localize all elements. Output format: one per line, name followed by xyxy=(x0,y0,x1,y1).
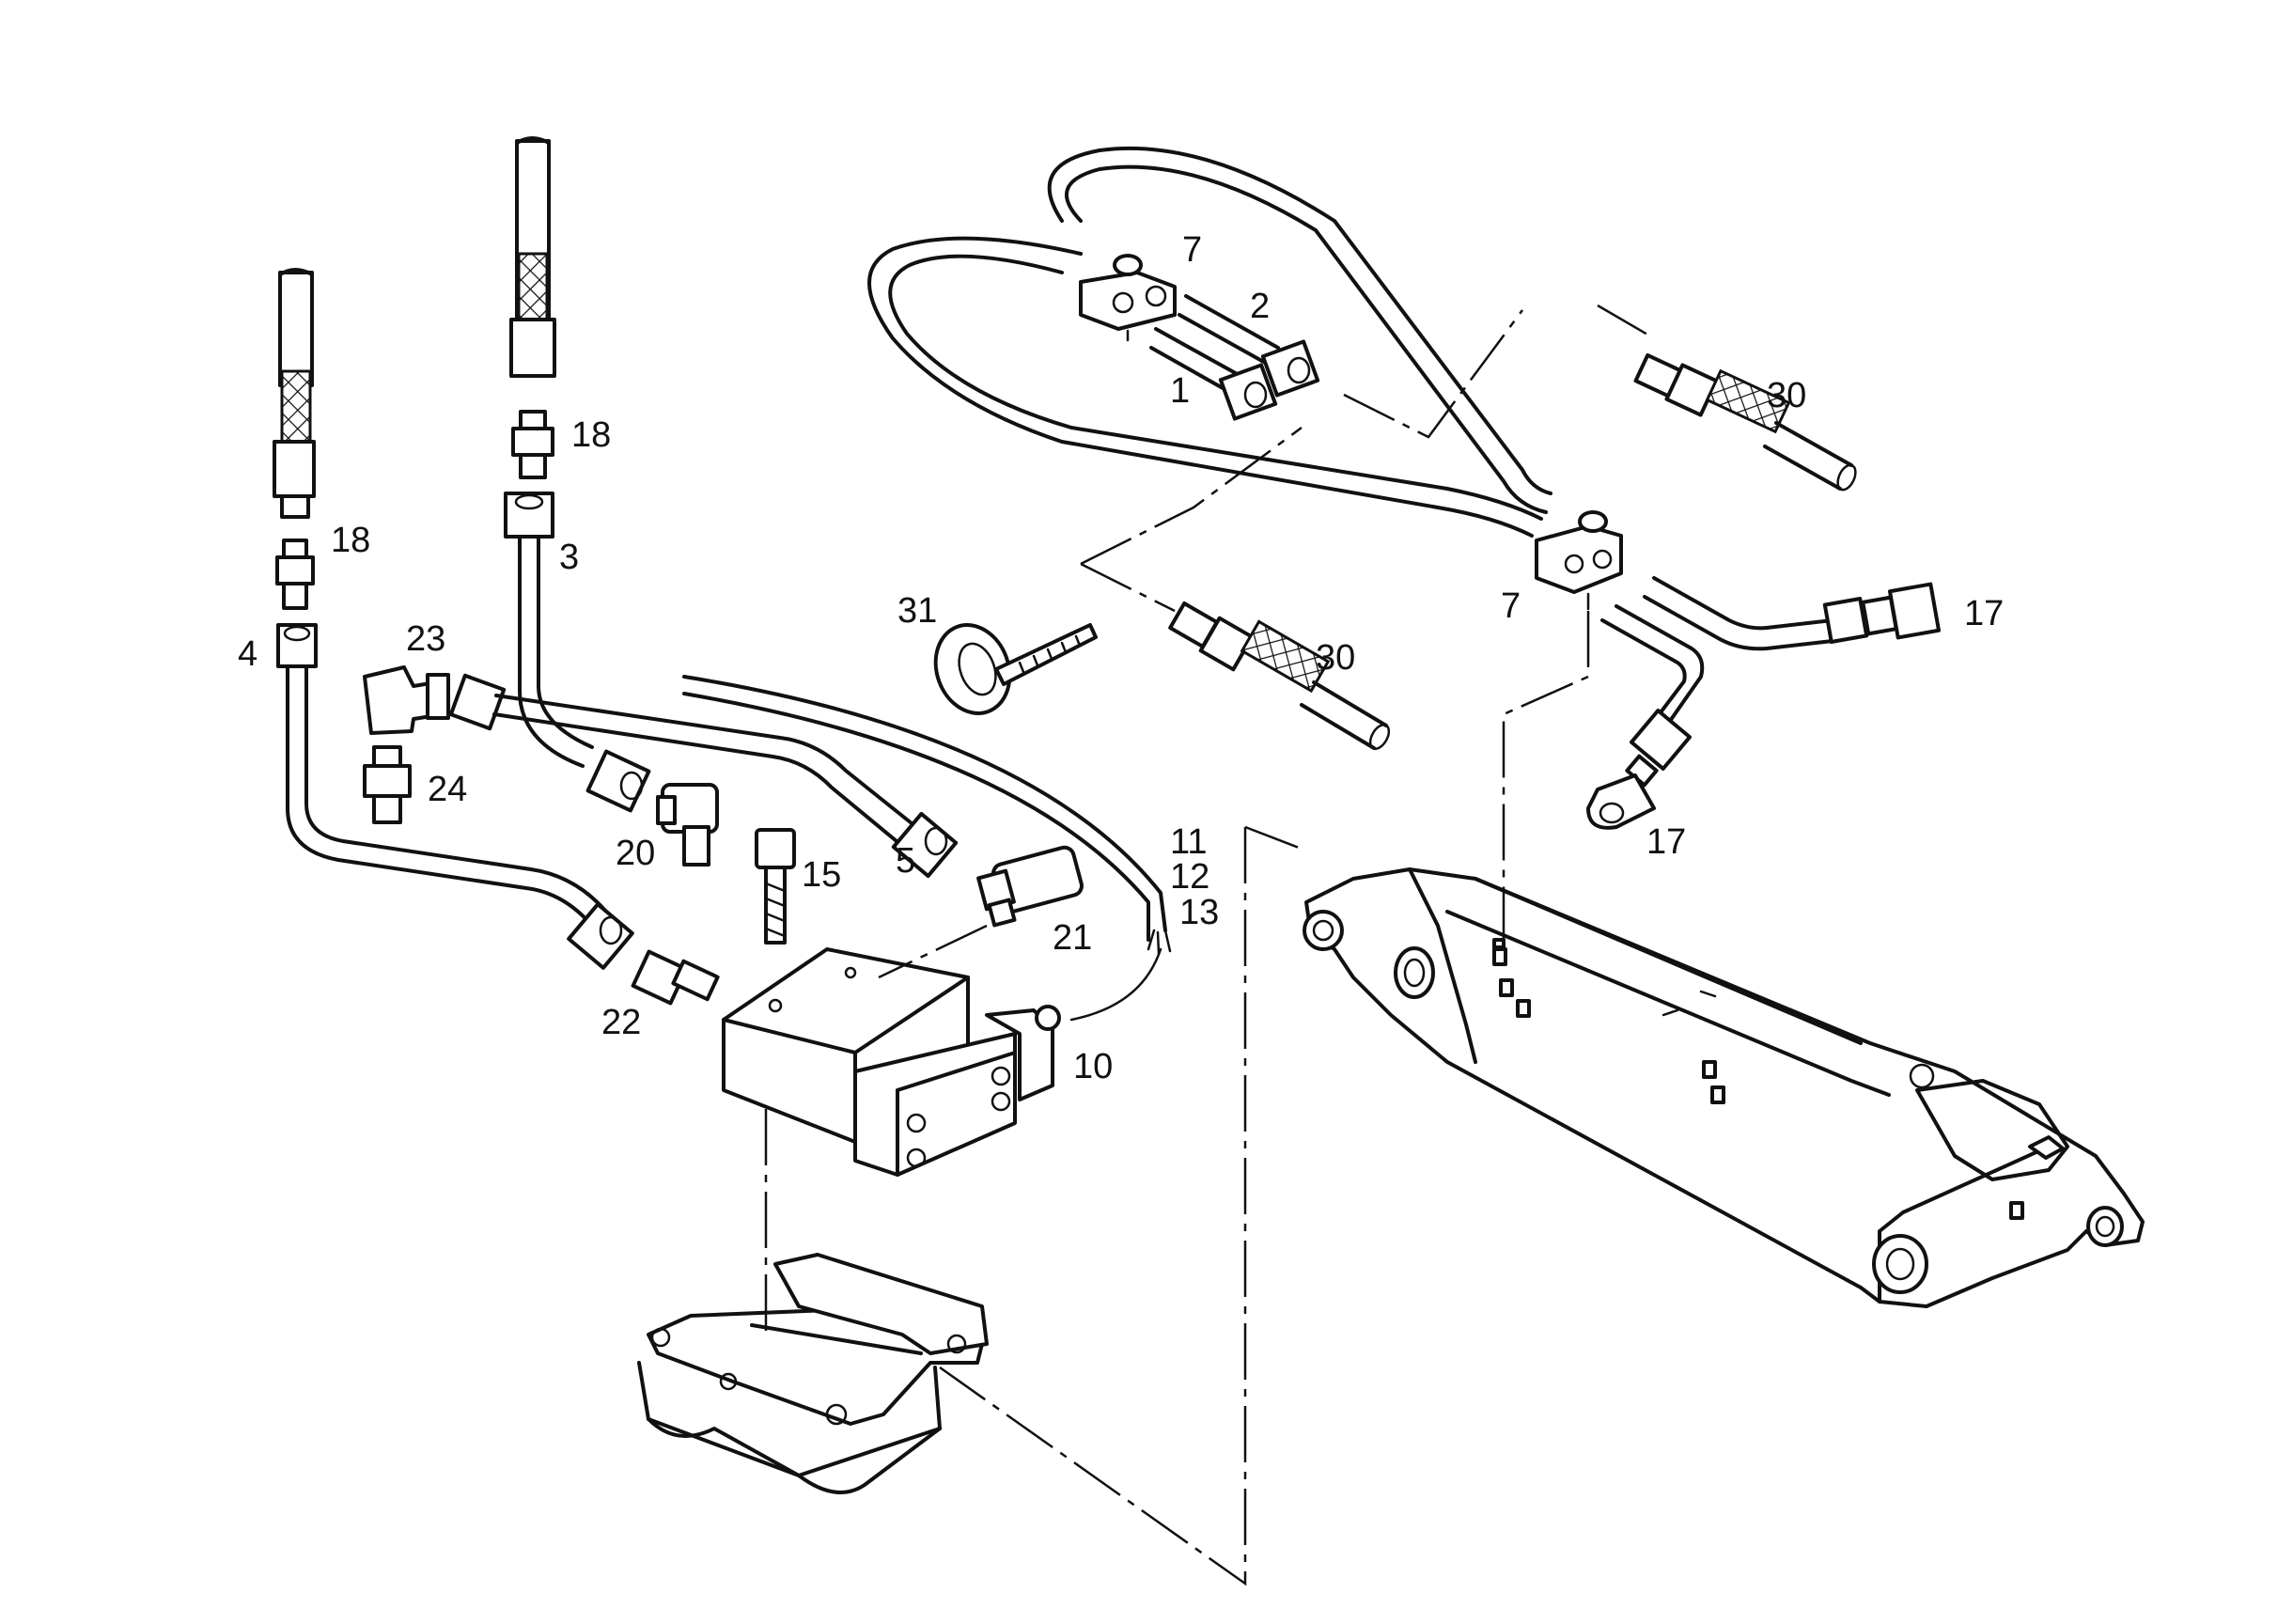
label-part-15: 15 xyxy=(802,855,841,895)
sensor-21 xyxy=(976,845,1084,928)
label-part-2: 2 xyxy=(1250,287,1270,326)
label-part-30-top: 30 xyxy=(1767,376,1806,415)
label-part-5: 5 xyxy=(896,841,915,881)
label-part-10: 10 xyxy=(1073,1047,1113,1086)
rod-loop xyxy=(867,146,1552,538)
hose-30-top xyxy=(1633,352,1857,492)
fitting-22 xyxy=(631,949,720,1006)
hose-left xyxy=(273,268,316,519)
label-part-17-lower: 17 xyxy=(1646,822,1686,862)
label-part-17-upper: 17 xyxy=(1964,594,2004,633)
cable-11-12-13 xyxy=(682,675,1172,1022)
label-part-20: 20 xyxy=(616,834,655,873)
part-labels: 7 2 1 30 18 3 18 4 23 24 20 31 30 7 17 1… xyxy=(238,230,2004,1086)
fitting-24 xyxy=(363,745,412,824)
label-part-30-center: 30 xyxy=(1316,638,1355,678)
label-part-18-center: 18 xyxy=(571,415,611,455)
label-part-1: 1 xyxy=(1170,371,1190,411)
valve-block-10 xyxy=(722,947,1061,1177)
hose-center xyxy=(509,136,556,378)
pipe-17-upper xyxy=(1643,576,1942,651)
label-part-13: 13 xyxy=(1179,893,1219,932)
clamp-7-right xyxy=(1535,510,1623,611)
valve-20 xyxy=(656,783,719,867)
clamp-7-top xyxy=(1079,254,1177,342)
pipe-5 xyxy=(448,673,959,879)
elbow-23 xyxy=(363,665,450,735)
pipe-3 xyxy=(504,492,651,813)
cable-tie-31 xyxy=(933,623,1098,715)
label-part-7-right: 7 xyxy=(1501,586,1521,626)
pipe-2 xyxy=(1178,294,1320,398)
bolt-15 xyxy=(755,828,796,945)
label-part-7-top: 7 xyxy=(1182,230,1202,270)
hose-30-center xyxy=(1168,601,1391,751)
label-part-18-left: 18 xyxy=(331,521,370,560)
label-part-11: 11 xyxy=(1170,822,1207,862)
label-part-24: 24 xyxy=(428,770,467,809)
pipe-4 xyxy=(276,623,634,970)
fitting-18-left xyxy=(275,539,315,610)
label-part-23: 23 xyxy=(406,619,445,659)
label-part-31: 31 xyxy=(897,591,937,631)
label-part-12: 12 xyxy=(1170,857,1209,897)
pipe-17-lower xyxy=(1586,604,1705,830)
fitting-18-center xyxy=(511,410,554,479)
mounting-bracket xyxy=(637,1253,989,1494)
leader-lines xyxy=(764,304,1655,1586)
pipe-1 xyxy=(1149,327,1278,421)
label-part-3: 3 xyxy=(559,538,579,577)
label-part-4: 4 xyxy=(238,634,257,674)
label-part-22: 22 xyxy=(601,1003,641,1042)
boom-arm xyxy=(1303,867,2145,1308)
label-part-21: 21 xyxy=(1053,918,1092,958)
